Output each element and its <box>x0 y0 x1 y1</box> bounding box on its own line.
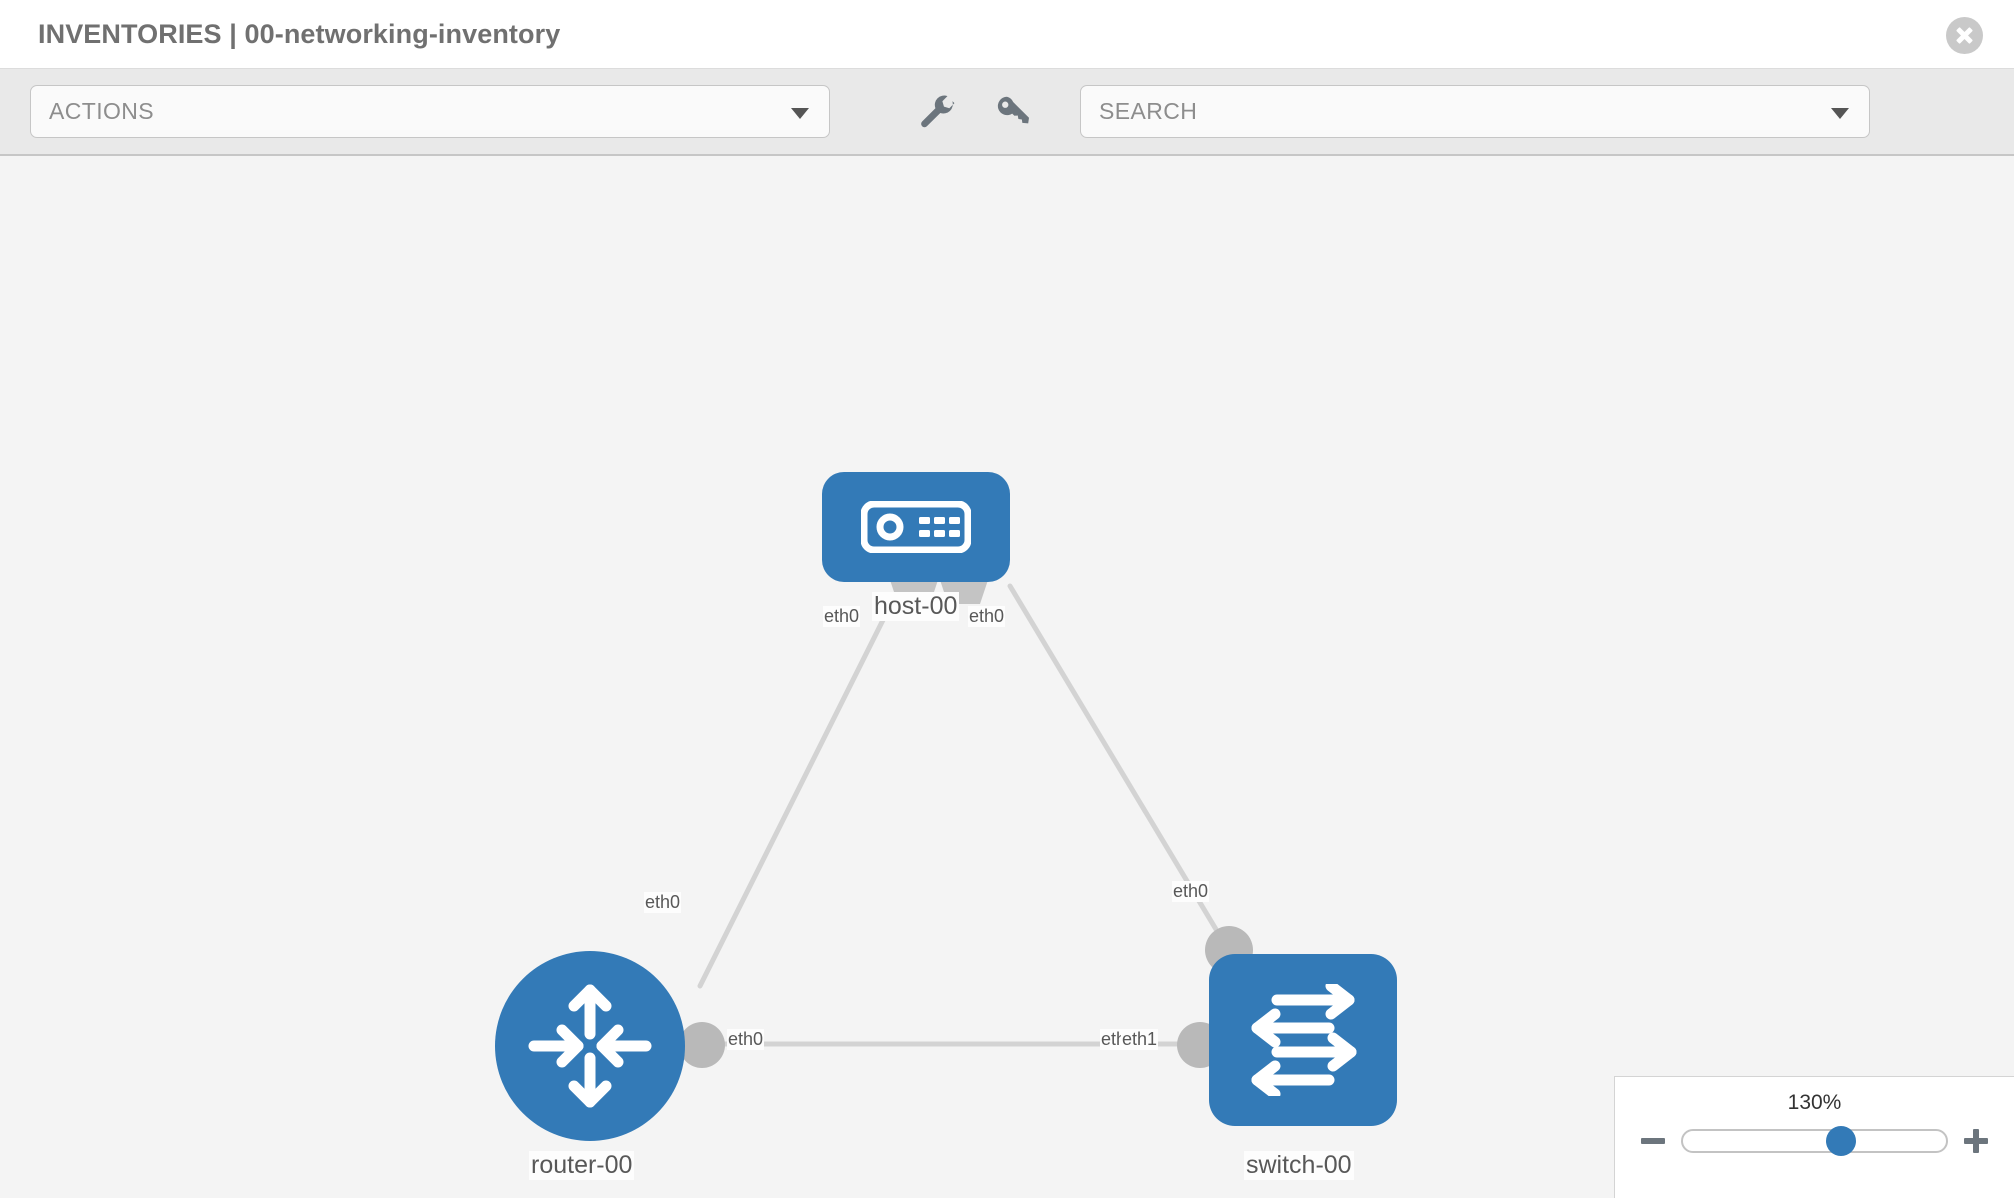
port-label-host-left: eth0 <box>823 606 861 627</box>
zoom-slider-thumb[interactable] <box>1825 1126 1856 1156</box>
wrench-icon[interactable] <box>918 93 956 131</box>
port-label-router-up: eth0 <box>644 892 682 913</box>
link-router-host[interactable] <box>697 583 903 989</box>
switch-arrows-icon <box>1251 984 1357 1096</box>
port-label-host-right: eth0 <box>968 606 1006 627</box>
zoom-out-button[interactable] <box>1639 1127 1667 1155</box>
toolbar-icon-group <box>918 93 1032 131</box>
switch-00-shape[interactable] <box>1209 954 1397 1126</box>
page-title: INVENTORIES | 00-networking-inventory <box>38 18 561 49</box>
port-label-switch-left-a: eth <box>1100 1029 1128 1050</box>
zoom-level-value: 130% <box>1787 1091 1842 1114</box>
switch-00-label: switch-00 <box>1244 1151 1354 1180</box>
key-icon[interactable] <box>994 93 1032 131</box>
search-dropdown[interactable]: SEARCH <box>1080 85 1870 138</box>
port-label-router-right: eth0 <box>727 1029 765 1050</box>
topology-links-layer <box>697 574 1238 1047</box>
chevron-down-icon <box>791 107 809 119</box>
zoom-in-button[interactable] <box>1962 1127 1990 1155</box>
link-host-switch[interactable] <box>1007 583 1238 964</box>
search-input[interactable]: SEARCH <box>1099 98 1198 124</box>
chevron-down-icon <box>1831 107 1849 119</box>
topology-canvas[interactable]: host-00 router-00 <box>0 156 2014 1198</box>
page-header: INVENTORIES | 00-networking-inventory <box>0 0 2014 68</box>
toolbar: ACTIONS SEARCH <box>0 68 2014 156</box>
zoom-control-panel: 130% <box>1614 1076 2014 1198</box>
connector-router-right[interactable] <box>679 1022 725 1068</box>
router-00-shape[interactable] <box>495 951 685 1141</box>
close-icon[interactable] <box>1946 17 1983 54</box>
router-arrows-icon <box>528 984 652 1108</box>
port-label-switch-left-b: eth1 <box>1121 1029 1159 1050</box>
router-00-label: router-00 <box>529 1151 635 1180</box>
actions-dropdown-label: ACTIONS <box>49 98 155 124</box>
zoom-slider-row <box>1615 1126 2014 1156</box>
server-icon <box>861 501 971 553</box>
actions-dropdown[interactable]: ACTIONS <box>30 85 830 138</box>
host-00-shape[interactable] <box>822 472 1010 582</box>
port-label-switch-up: eth0 <box>1172 881 1210 902</box>
zoom-slider-track[interactable] <box>1681 1126 1948 1156</box>
host-00-label: host-00 <box>872 592 960 621</box>
